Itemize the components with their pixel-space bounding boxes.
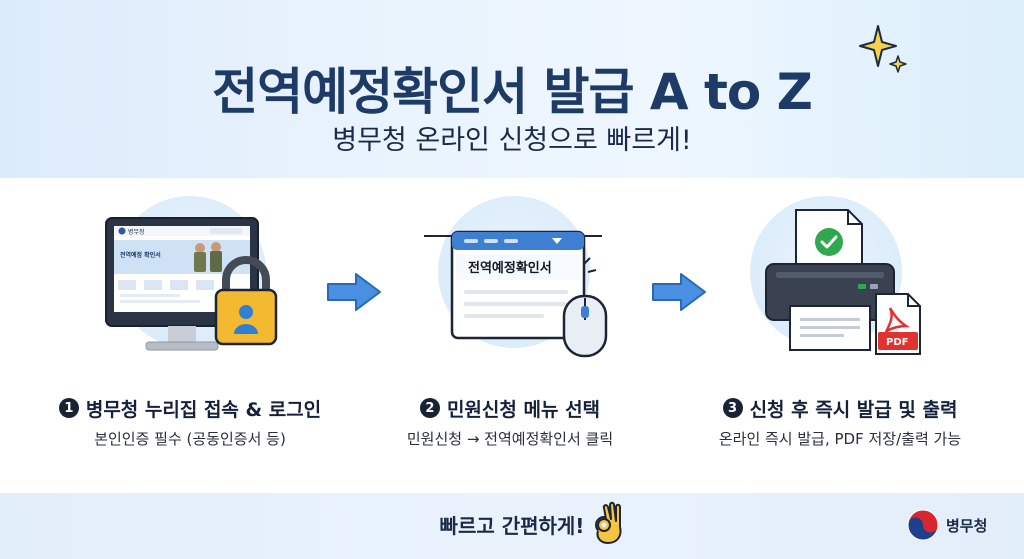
arrow-right-icon <box>327 273 381 311</box>
step-1-title-text: 병무청 누리집 접속 & 로그인 <box>85 398 322 421</box>
step-3-title: 3 신청 후 즉시 발급 및 출력 <box>675 395 1005 421</box>
step-1-number: 1 <box>58 398 79 418</box>
step-3-title-text: 신청 후 즉시 발급 및 출력 <box>749 398 958 421</box>
screen-brand-text: 병무청 <box>128 228 145 236</box>
step-1-description: 본인인증 필수 (공동인증서 등) <box>94 430 286 448</box>
footer-slogan: 빠르고 간편하게! <box>439 514 585 538</box>
header-banner: 전역예정확인서 발급 A to Z 병무청 온라인 신청으로 빠르게! <box>0 0 1024 178</box>
pdf-label: PDF <box>886 337 908 348</box>
sparkle-icon <box>859 25 907 73</box>
check-icon <box>815 228 843 256</box>
menu-item-label: 전역예정확인서 <box>468 260 552 276</box>
page-title: 전역예정확인서 발급 A to Z <box>212 63 813 121</box>
mouse-icon <box>562 294 608 358</box>
mma-logo: 병무청 <box>906 508 987 542</box>
step-3-description: 온라인 즉시 발급, PDF 저장/출력 가능 <box>718 430 962 448</box>
taegeuk-logo-icon <box>907 509 939 541</box>
step-2-title: 2 민원신청 메뉴 선택 <box>360 395 660 421</box>
step-2-number: 2 <box>419 398 440 418</box>
screen-banner-text: 전역예정 확인서 <box>120 251 161 259</box>
monitor-lock-icon: 병무청 전역예정 확인서 <box>105 217 278 351</box>
ok-hand-icon <box>595 501 622 544</box>
soldiers-icon <box>194 242 222 272</box>
step-2-title-text: 민원신청 메뉴 선택 <box>446 398 601 421</box>
footer-banner: 빠르고 간편하게! 병무청 <box>0 493 1024 559</box>
pdf-file-icon: PDF <box>875 293 921 355</box>
lock-icon <box>214 256 278 346</box>
step-3-number: 3 <box>722 398 743 418</box>
logo-text: 병무청 <box>946 516 988 535</box>
step-2-description: 민원신청 → 전역예정확인서 클릭 <box>406 430 614 448</box>
printer-pdf-icon: PDF <box>765 209 921 355</box>
step-1-title: 1 병무청 누리집 접속 & 로그인 <box>30 395 350 421</box>
page-subtitle: 병무청 온라인 신청으로 빠르게! <box>332 125 692 156</box>
arrow-right-icon-2 <box>652 273 706 311</box>
menu-click-icon: 전역예정확인서 <box>424 230 608 358</box>
